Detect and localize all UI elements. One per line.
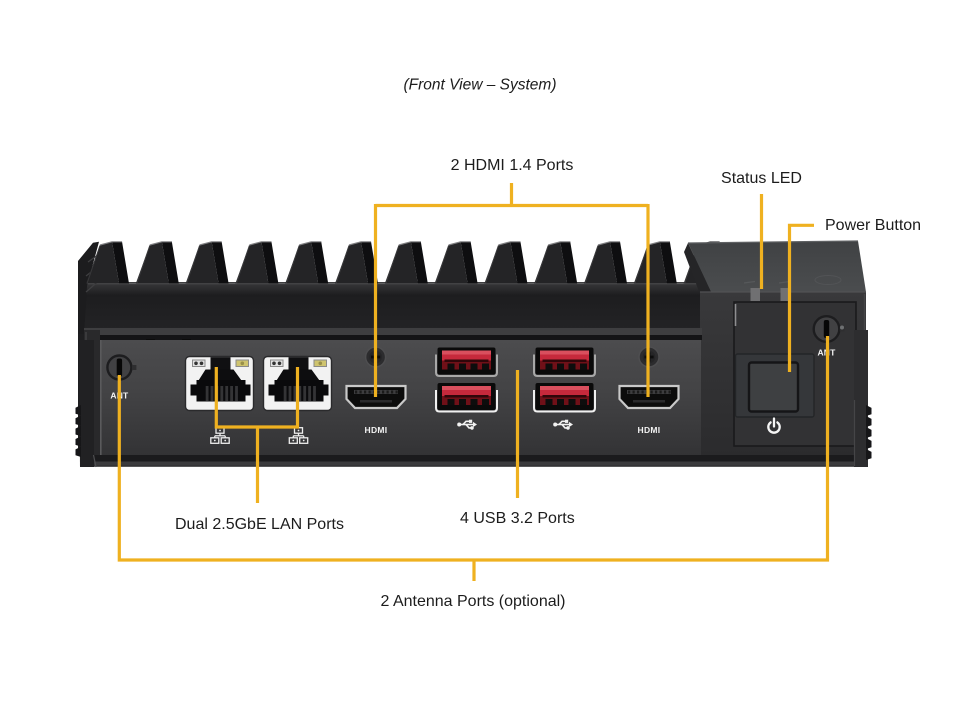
svg-text:4 USB 3.2 Ports: 4 USB 3.2 Ports xyxy=(460,510,575,527)
svg-text:(Front View – System): (Front View – System) xyxy=(403,77,556,94)
svg-text:HDMI: HDMI xyxy=(638,425,661,435)
svg-text:2 Antenna Ports (optional): 2 Antenna Ports (optional) xyxy=(380,593,565,610)
svg-text:2 HDMI 1.4 Ports: 2 HDMI 1.4 Ports xyxy=(451,157,574,174)
svg-text:HDMI: HDMI xyxy=(365,425,388,435)
svg-text:Dual 2.5GbE LAN Ports: Dual 2.5GbE LAN Ports xyxy=(175,516,344,533)
svg-text:Status LED: Status LED xyxy=(721,170,802,187)
svg-text:Power Button: Power Button xyxy=(825,217,921,234)
